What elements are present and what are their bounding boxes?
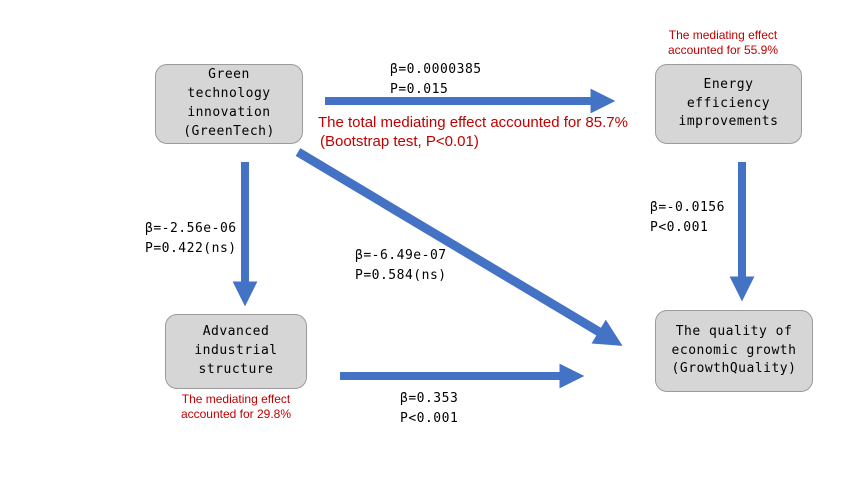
node-greentech: Green technology innovation (GreenTech)	[155, 64, 303, 144]
annotation-total-mediation: The total mediating effect accounted for…	[318, 114, 628, 152]
node-growth-quality: The quality of economic growth (GrowthQu…	[655, 310, 813, 392]
edge-label-greentech-energy: β=0.0000385 P=0.015	[390, 62, 482, 97]
annotation-bootstrap-test: (Bootstrap test, P<0.01)	[320, 132, 479, 150]
node-growth-quality-label: The quality of economic growth (GrowthQu…	[671, 323, 797, 377]
node-energy-efficiency: Energy efficiency improvements	[655, 64, 802, 144]
node-energy-efficiency-label: Energy efficiency improvements	[678, 76, 779, 130]
edge-label-greentech-growth: β=-6.49e-07 P=0.584(ns)	[355, 248, 447, 283]
node-industrial-structure: Advanced industrial structure	[165, 314, 307, 389]
annotation-energy-mediation: The mediating effect accounted for 55.9%	[667, 28, 779, 57]
edge-label-greentech-industry: β=-2.56e-06 P=0.422(ns)	[145, 221, 237, 256]
annotation-total-mediation-line1: The total mediating effect accounted for…	[318, 114, 628, 131]
annotation-industry-mediation: The mediating effect accounted for 29.8%	[180, 392, 292, 421]
edge-label-industry-growth: β=0.353 P<0.001	[400, 391, 459, 426]
node-greentech-label: Green technology innovation (GreenTech)	[183, 67, 275, 139]
arrow-greentech-to-growth-diagonal	[295, 148, 623, 346]
node-industrial-structure-label: Advanced industrial structure	[194, 324, 278, 377]
edge-label-energy-growth: β=-0.0156 P<0.001	[650, 200, 725, 235]
